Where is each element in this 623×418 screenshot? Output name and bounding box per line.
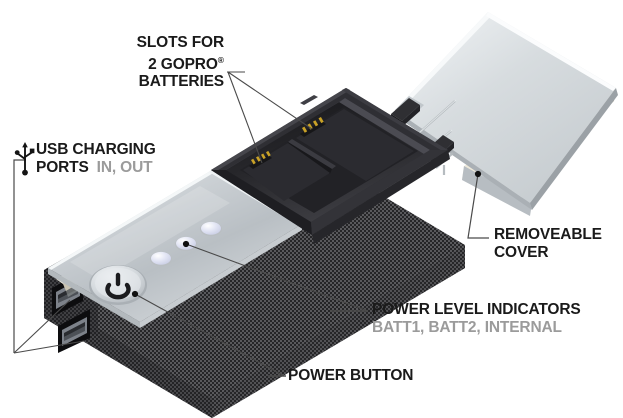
usb-trident-icon bbox=[14, 142, 35, 176]
leader-lines bbox=[13, 71, 489, 377]
callout-power-button-line1: POWER BUTTON bbox=[288, 367, 414, 384]
callout-cover-line1: REMOVEABLE bbox=[494, 226, 602, 243]
indicator-batt1 bbox=[151, 251, 171, 265]
callout-power-level-indicators: POWER LEVEL INDICATORS BATT1, BATT2, INT… bbox=[372, 301, 581, 336]
callout-power-level-line2: BATT1, BATT2, INTERNAL bbox=[372, 318, 562, 336]
power-button[interactable] bbox=[89, 265, 147, 305]
callout-usb-line2-row: PORTS IN, OUT bbox=[36, 159, 156, 177]
indicator-internal bbox=[201, 221, 221, 235]
callout-power-level-line1: POWER LEVEL INDICATORS bbox=[372, 301, 581, 318]
callout-usb-charging-ports: USB CHARGING PORTS IN, OUT bbox=[36, 141, 156, 176]
battery-tray bbox=[211, 88, 450, 244]
usb-port-lower bbox=[58, 309, 90, 353]
battery-contacts-2 bbox=[300, 117, 326, 137]
callout-usb-line1: USB CHARGING bbox=[36, 141, 156, 158]
callout-battery-slots-line1: SLOTS FOR bbox=[136, 34, 224, 51]
callout-battery-slots: SLOTS FOR 2 GOPRO® BATTERIES bbox=[0, 34, 224, 91]
callout-usb-line2-sub: IN, OUT bbox=[96, 158, 153, 176]
leader-power-button-dot bbox=[131, 290, 139, 298]
leader-power-level-dot bbox=[182, 240, 190, 248]
callout-battery-slots-line2-text: 2 GOPRO bbox=[148, 55, 218, 73]
callout-power-button: POWER BUTTON bbox=[288, 367, 414, 385]
leader-usb-spine bbox=[13, 159, 26, 353]
leader-power-button-1 bbox=[134, 293, 285, 377]
callout-cover-line2: COVER bbox=[494, 243, 549, 261]
leader-slots-2 bbox=[227, 71, 313, 130]
leader-usb-branch-2 bbox=[13, 340, 85, 354]
leader-cover bbox=[467, 173, 489, 239]
callout-battery-slots-line3: BATTERIES bbox=[138, 73, 224, 91]
power-bank-body bbox=[44, 88, 465, 418]
top-control-plate bbox=[48, 170, 302, 328]
battery-contacts-1 bbox=[249, 150, 272, 169]
leader-slots-1 bbox=[227, 71, 263, 164]
callout-removeable-cover: REMOVEABLE COVER bbox=[494, 226, 602, 261]
callout-usb-line2: PORTS bbox=[36, 158, 89, 176]
leader-cover-dot bbox=[474, 170, 482, 178]
registered-trademark-icon: ® bbox=[217, 54, 224, 65]
callout-battery-slots-line2: 2 GOPRO® bbox=[0, 52, 224, 74]
removable-cover bbox=[391, 12, 618, 216]
power-glyph-icon bbox=[105, 272, 131, 300]
leader-power-level-1 bbox=[185, 243, 369, 312]
leader-usb-branch-1 bbox=[13, 299, 71, 354]
